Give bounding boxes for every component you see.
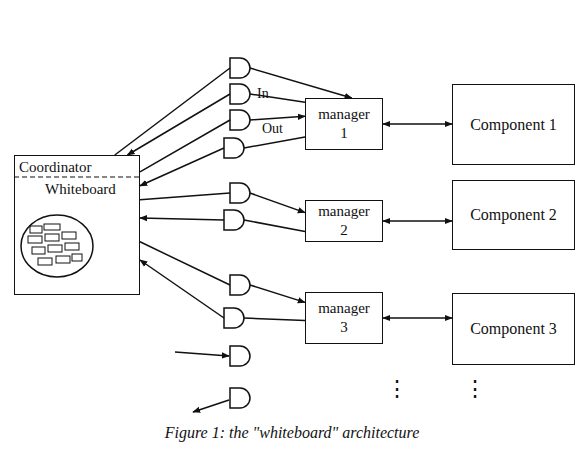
connector-arrow <box>140 218 305 232</box>
manager-box: manager 2 <box>305 200 383 242</box>
port-gate <box>224 308 244 328</box>
box-label: manager 1 <box>313 105 375 143</box>
whiteboard-illustration <box>21 215 93 277</box>
component-box: Component 3 <box>452 293 575 365</box>
box-label: manager 2 <box>313 202 375 240</box>
box-label: Component 3 <box>470 312 558 346</box>
connector-arrow <box>140 116 305 172</box>
port-gate <box>230 346 250 366</box>
box-heading: Coordinator <box>19 158 92 177</box>
whiteboard-entries <box>28 224 82 265</box>
port-gate <box>230 388 250 408</box>
continuation-dots: ⋮ <box>386 376 408 402</box>
connector-arrow <box>115 68 352 155</box>
port-gate <box>224 210 244 230</box>
edge-label: Out <box>262 121 283 137</box>
connector-arrow <box>383 123 452 125</box>
connector-arrow <box>140 242 305 303</box>
port-gate <box>230 84 250 104</box>
connector-arrow <box>127 94 305 155</box>
port-gate <box>230 110 250 130</box>
box-label: Component 1 <box>470 108 558 142</box>
connector-arrow <box>383 317 452 319</box>
connector-arrow <box>383 220 452 222</box>
continuation-dots: ⋮ <box>464 376 486 402</box>
box-label: manager 3 <box>313 299 375 337</box>
coordinator-box: CoordinatorWhiteboard <box>14 155 140 295</box>
figure-caption: Figure 1: the "whiteboard" architecture <box>0 424 584 442</box>
port-gate <box>224 138 244 158</box>
loose-arrow <box>193 400 229 412</box>
manager-box: manager 3 <box>305 292 383 344</box>
port-gate <box>230 275 250 295</box>
component-box: Component 1 <box>452 84 575 165</box>
manager-box: manager 1 <box>305 98 383 150</box>
box-label: Whiteboard <box>45 180 116 199</box>
connector-arrow <box>140 260 305 321</box>
dashed-divider <box>14 176 140 177</box>
port-gate <box>230 183 250 203</box>
edge-label: In <box>257 86 269 102</box>
box-label: Component 2 <box>470 198 558 232</box>
component-box: Component 2 <box>452 180 575 250</box>
port-gate <box>230 58 250 78</box>
connector-arrow <box>140 193 305 213</box>
loose-arrow <box>175 352 229 356</box>
connector-arrow <box>140 137 305 186</box>
